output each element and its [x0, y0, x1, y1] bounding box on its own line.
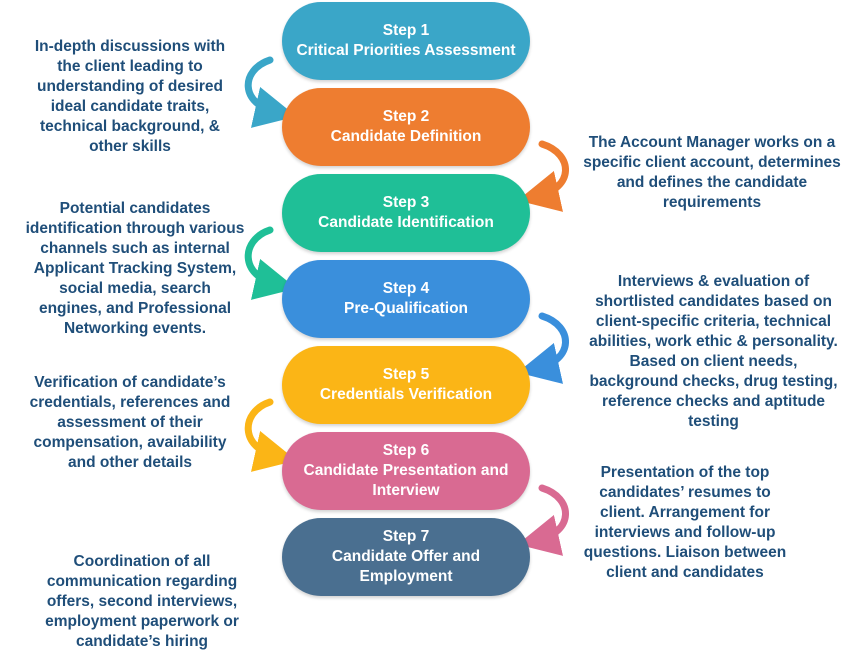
step-1-pill: Step 1 Critical Priorities Assessment	[282, 2, 530, 80]
step-7-number: Step 7	[382, 528, 430, 545]
step-3-number: Step 3	[382, 194, 430, 211]
arrow-step1-to-step2	[244, 56, 297, 128]
step-4-description: Interviews & evaluation of shortlisted c…	[589, 273, 838, 430]
step-4-pill: Step 4 Pre-Qualification	[282, 260, 530, 338]
step-2-number: Step 2	[382, 108, 430, 125]
step-5-description: Verification of candidate’s credentials,…	[29, 374, 231, 471]
step-1-description: In-depth discussions with the client lea…	[34, 38, 226, 155]
step-6-pill: Step 6 Candidate Presentation and Interv…	[282, 432, 530, 510]
step-1-title: Critical Priorities Assessment	[296, 42, 516, 59]
step-6-description: Presentation of the top candidates’ resu…	[583, 464, 787, 581]
step-6-title: Candidate Presentation and Interview	[303, 462, 509, 499]
arrow-step5-to-step6	[244, 398, 297, 472]
step-3-title: Candidate Identification	[318, 214, 494, 231]
step-5-pill: Step 5 Credentials Verification	[282, 346, 530, 424]
step-4-title: Pre-Qualification	[343, 300, 469, 317]
step-5-number: Step 5	[382, 366, 430, 383]
step-7-description: Coordination of all communication regard…	[45, 553, 239, 650]
arrow-step6-to-step7	[517, 484, 569, 556]
arrow-step2-to-step3	[517, 140, 569, 212]
step-7-title: Candidate Offer and Employment	[331, 548, 481, 585]
step-6-number: Step 6	[382, 442, 430, 459]
step-2-description: The Account Manager works on a specific …	[583, 134, 841, 211]
step-2-title: Candidate Definition	[330, 128, 482, 145]
arrow-step4-to-step5	[517, 312, 569, 384]
step-4-number: Step 4	[382, 280, 430, 297]
step-7-pill: Step 7 Candidate Offer and Employment	[282, 518, 530, 596]
step-3-pill: Step 3 Candidate Identification	[282, 174, 530, 252]
step-1-number: Step 1	[382, 22, 430, 39]
step-2-pill: Step 2 Candidate Definition	[282, 88, 530, 166]
arrow-step3-to-step4	[244, 226, 297, 300]
step-5-title: Credentials Verification	[319, 386, 493, 403]
step-3-description: Potential candidates identification thro…	[25, 200, 245, 337]
